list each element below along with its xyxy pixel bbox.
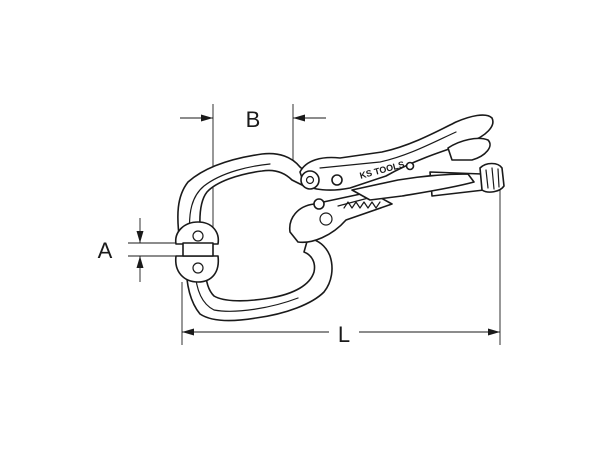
tension-spring [343,201,381,209]
pliers-body: KS TOOLS [174,114,505,322]
dimension-b-arrow-right [293,114,305,122]
lower-c-arm-inner-edge [194,269,299,312]
main-pivot-rivet [300,170,320,190]
dimension-l-label: L [338,322,350,347]
upper-c-arm-inner-edge [188,163,271,237]
handle-rivet [405,161,415,171]
release-lever [447,137,491,161]
dimension-l-arrow-right [488,328,500,336]
dimension-l-arrow-left [182,328,194,336]
dimension-a: A [98,218,183,282]
dimension-a-arrow-bottom [136,256,144,268]
spring-anchor-rivet [313,198,325,210]
dimension-b-arrow-left [201,114,213,122]
link-rivet [331,174,343,186]
upper-handle-edge [319,131,457,169]
lower-handle [351,173,475,201]
swivel-pad-lower [174,255,220,283]
dimension-b: B [180,104,326,232]
dimension-a-label: A [98,238,113,263]
lower-c-arm [185,237,333,322]
dimension-b-label: B [246,107,261,132]
jaw-contact-gap [182,242,214,257]
lever-pivot-rivet [319,212,333,226]
swivel-pad-upper [174,221,220,245]
dimension-l: L [181,190,501,347]
upper-handle [299,114,494,191]
dimension-a-arrow-top [136,231,144,243]
